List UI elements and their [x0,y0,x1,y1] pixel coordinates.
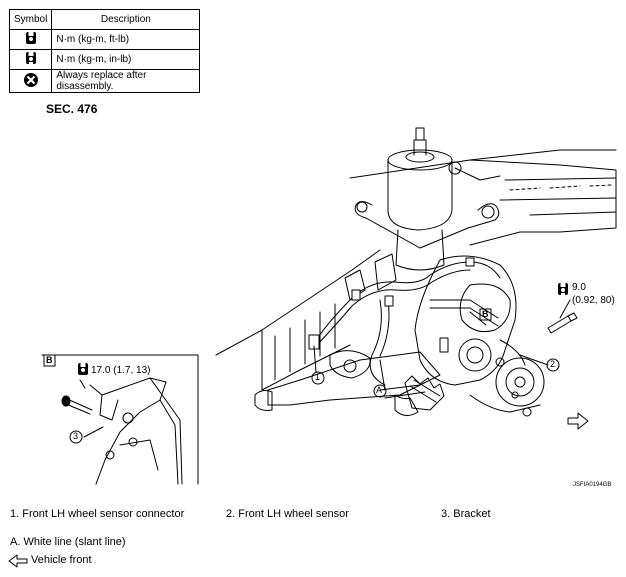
callout-3-circle [69,430,83,444]
caption-item-a: A. White line (slant line) [10,536,126,548]
detail-b-torque: 17.0 (1.7, 13) [91,365,151,376]
vehicle-front-legend-icon [8,554,28,568]
caption-item-1: 1. Front LH wheel sensor connector [10,508,185,520]
caption-vehicle-front: Vehicle front [31,554,92,566]
legend-row: N·m (kg-m, ft-lb) [8,29,201,50]
torque-value: 9.0 [572,282,586,293]
torque-value-detail: (0.92, 80) [572,295,615,306]
body-panel [215,249,397,391]
torque-wrench-icon [558,282,568,295]
torque-wrench-icon [78,362,88,375]
strut-top-mount [354,127,501,271]
steering-knuckle [414,255,545,417]
bracket-bolt [547,312,578,334]
vehicle-front-arrow-icon [567,412,589,430]
callout-b-box [479,308,492,321]
section-number: SEC. 476 [46,102,98,116]
callout-a-label: A [376,385,383,395]
legend-row: Always replace after disassembly. [8,69,201,93]
caption-item-3: 3. Bracket [441,508,491,520]
callout-2-circle [546,358,560,372]
legend-description: Always replace after disassembly. [51,69,201,93]
callout-1-label: 1 [315,372,321,382]
leader-lines [83,299,571,438]
drawing-code: JSFIA0194GB [573,482,612,488]
callout-a-circle [373,384,387,398]
callout-2-label: 2 [550,359,556,369]
drive-shaft-boot [404,375,445,411]
callout-3-label: 3 [73,431,79,441]
torque-wrench-icon [25,31,36,44]
callout-b-label: B [482,309,489,319]
torque-wrench-inlb-icon [25,51,36,64]
detail-b-inset [41,354,199,485]
detail-b-label: B [46,355,53,365]
symbol-legend-table: Symbol Description N·m (kg-m, ft-lb) N·m… [8,9,201,93]
wheel-sensor-harness [308,257,526,386]
lower-control-arm [254,350,441,416]
callout-1-circle [311,371,325,385]
always-replace-icon [23,72,38,87]
frame-member [349,149,617,246]
legend-header-row: Symbol Description [8,9,201,30]
caption-item-2: 2. Front LH wheel sensor [226,508,349,520]
detail-b-label-box [43,354,56,367]
